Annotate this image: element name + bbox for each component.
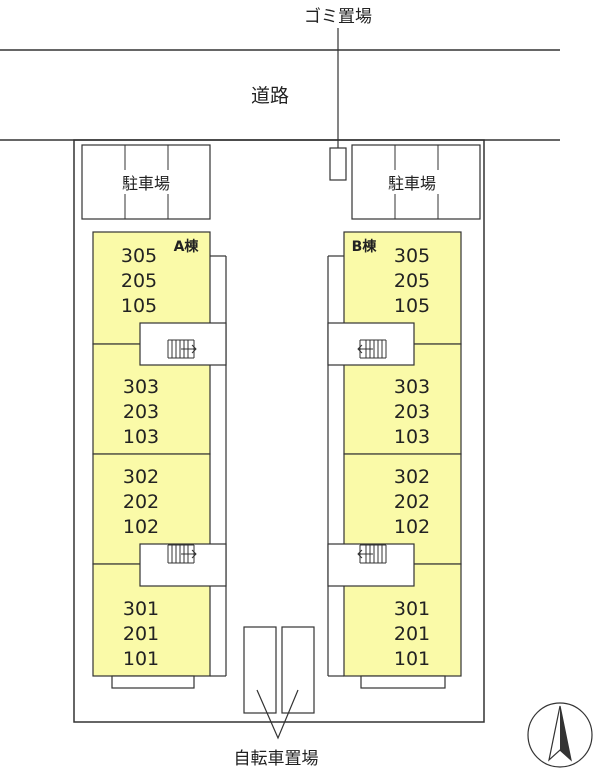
bicycle-parking — [243, 626, 315, 740]
building-b-stair-upper — [327, 322, 415, 366]
parking-right-label: 駐車場 — [388, 174, 436, 193]
building-b-unit-number: 202 — [394, 491, 430, 513]
building-a-base — [111, 675, 195, 689]
parking-right — [351, 144, 481, 220]
building-a-unit-number: 302 — [123, 466, 159, 488]
building-b-unit-number: 203 — [394, 401, 430, 423]
building-a-unit-number: 201 — [123, 623, 159, 645]
building-b-stair-lower — [327, 543, 415, 587]
site-boundary — [73, 139, 485, 723]
building-b-corridor — [327, 255, 344, 677]
north-arrow-icon — [527, 702, 593, 768]
building-b-unit-number: 301 — [394, 598, 430, 620]
bicycle-parking-label: 自転車置場 — [234, 749, 319, 769]
building-b-unit-number: 105 — [394, 295, 430, 317]
building-a-unit-numbers: 305 205 105 303 203 103 302 202 102 301 … — [121, 245, 159, 670]
building-a-unit-number: 303 — [123, 376, 159, 398]
building-b-label: B棟 — [352, 238, 378, 255]
road-label: 道路 — [251, 85, 289, 107]
building-b-unit-numbers: 305 205 105 303 203 103 302 202 102 301 … — [394, 245, 430, 670]
building-b-unit-number: 302 — [394, 466, 430, 488]
building-a-unit-number: 203 — [123, 401, 159, 423]
garbage-box — [329, 147, 347, 181]
building-b-unit-number: 305 — [394, 245, 430, 267]
building-b-unit-number: 205 — [394, 270, 430, 292]
building-a-unit-number: 202 — [123, 491, 159, 513]
building-a-unit-number: 102 — [123, 516, 159, 538]
garbage-label: ゴミ置場 — [304, 6, 372, 27]
building-b-base — [360, 675, 446, 689]
building-a-unit-number: 205 — [121, 270, 157, 292]
building-a-corridor — [210, 255, 227, 677]
building-b-unit-number: 102 — [394, 516, 430, 538]
building-b-unit-number: 101 — [394, 648, 430, 670]
building-a-label: A棟 — [174, 238, 200, 255]
building-a-unit-number: 101 — [123, 648, 159, 670]
building-a-stair-lower — [139, 543, 227, 587]
parking-left-label: 駐車場 — [122, 174, 170, 193]
building-b-unit-number: 303 — [394, 376, 430, 398]
building-a-unit-number: 103 — [123, 426, 159, 448]
building-a-unit-number: 305 — [121, 245, 157, 267]
building-a-stair-upper — [139, 322, 227, 366]
building-b-unit-number: 103 — [394, 426, 430, 448]
parking-left — [81, 144, 211, 220]
building-a-unit-number: 301 — [123, 598, 159, 620]
building-a-unit-number: 105 — [121, 295, 157, 317]
building-b-unit-number: 201 — [394, 623, 430, 645]
